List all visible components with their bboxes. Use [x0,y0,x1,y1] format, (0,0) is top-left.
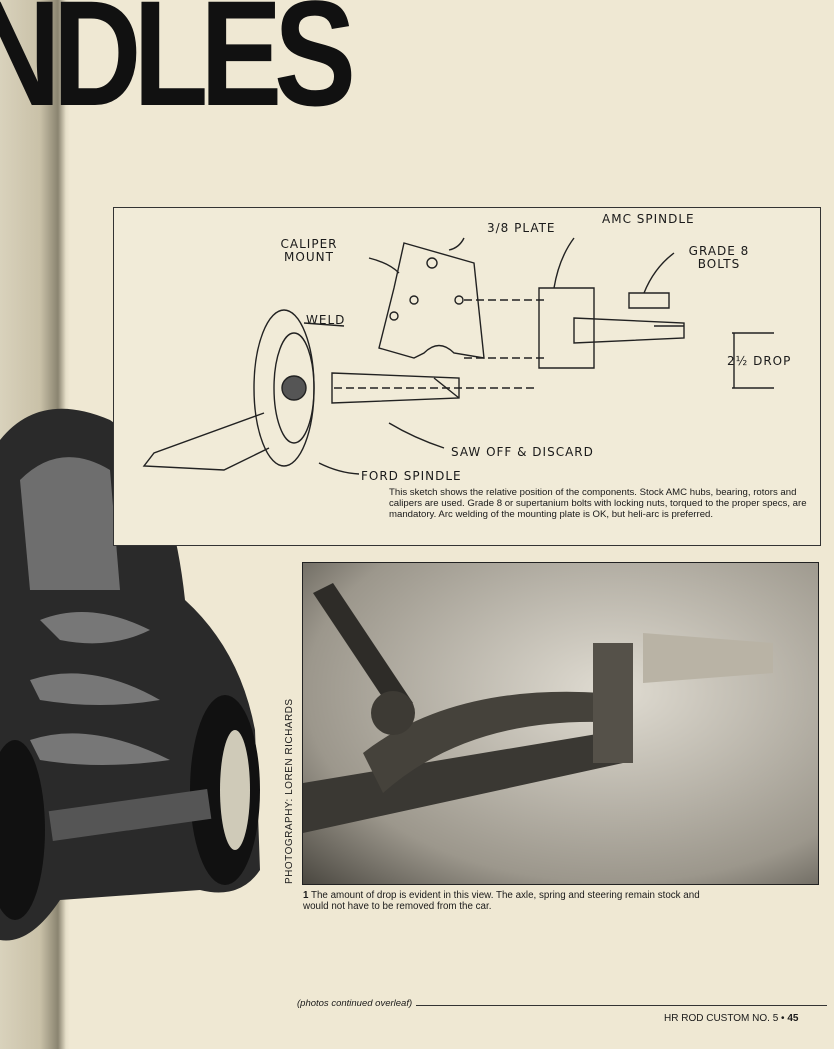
article-title: NDLES [0,0,356,137]
mounting-plate [378,242,485,359]
page-number: 45 [787,1013,799,1024]
photo-credit: PHOTOGRAPHY: LOREN RICHARDS [284,698,295,884]
label-ford-spindle: FORD SPINDLE [361,469,462,483]
publication-name: HR ROD CUSTOM NO. 5 • [664,1013,785,1024]
label-drop: 2½ DROP [727,354,792,368]
caption-text: The amount of drop is evident in this vi… [303,890,700,912]
car-photo [0,400,262,945]
diagram-caption: This sketch shows the relative position … [389,487,807,520]
label-saw-off: SAW OFF & DISCARD [451,445,594,459]
label-weld: WELD [306,313,346,327]
grade8-bolt [628,292,670,309]
label-caliper-mount: CALIPER MOUNT [280,237,338,264]
amc-spindle [538,287,595,369]
continued-note: (photos continued overleaf) [297,998,417,1009]
spindle-sketch [142,237,774,475]
label-grade8-bolts: GRADE 8 BOLTS [688,244,750,271]
folio: HR ROD CUSTOM NO. 5 • 45 [664,1013,798,1024]
photo-caption: 1 The amount of drop is evident in this … [303,890,723,912]
footer-rule [297,1005,827,1006]
spindle-diagram: CALIPER MOUNT 3/8 PLATE AMC SPINDLE GRAD… [113,207,821,546]
axle-photo [302,562,819,885]
caption-number: 1 [303,890,309,901]
label-amc-spindle: AMC SPINDLE [602,212,695,226]
label-plate: 3/8 PLATE [487,221,556,235]
